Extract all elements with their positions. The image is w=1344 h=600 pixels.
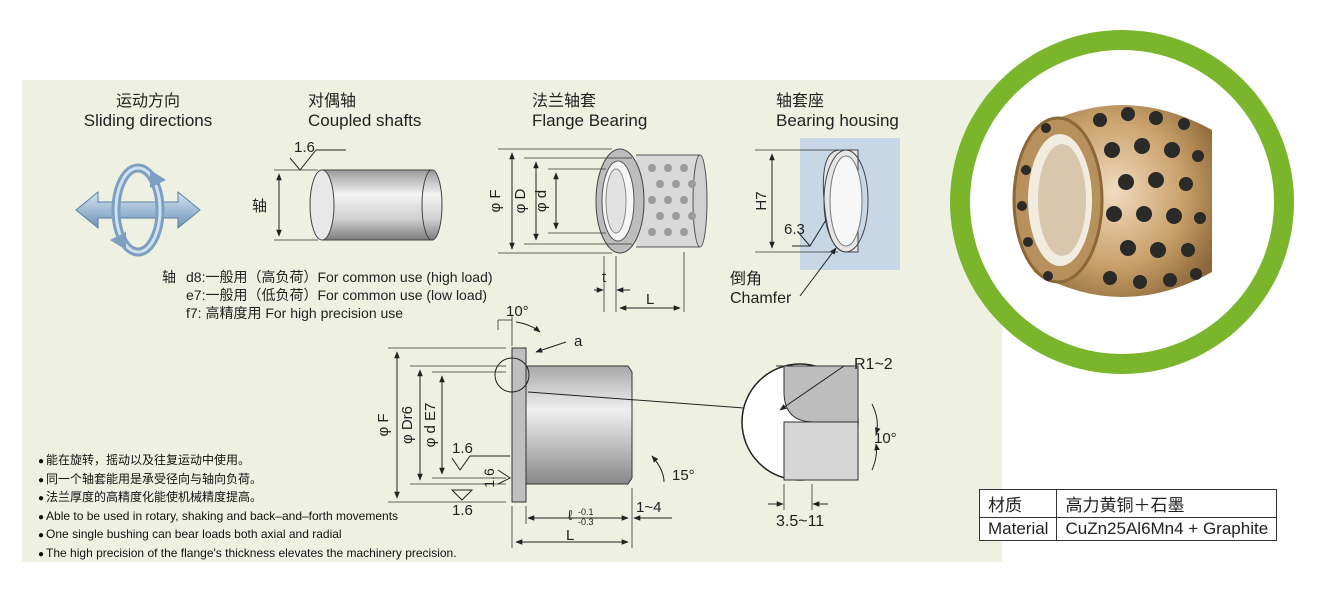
sliding-directions-icon	[75, 163, 201, 257]
shaft-spec-prefix: 轴	[162, 269, 176, 285]
bushing-photo	[950, 30, 1294, 374]
bushing-image	[1012, 105, 1212, 297]
material-table: 材质 高力黄铜＋石墨 Material CuZn25Al6Mn4 + Graph…	[978, 489, 1278, 541]
len-L: L	[566, 527, 574, 544]
detail-angle: 10°	[874, 430, 897, 447]
len-range: 1~4	[636, 499, 661, 516]
roughness-bottom: 1.6	[452, 502, 473, 519]
material-label-cn: 材质	[978, 489, 1058, 518]
note-item: 法兰厚度的高精度化能使机械精度提高。	[38, 489, 457, 508]
flange-dim-F: φ F	[487, 189, 504, 212]
flange-dim-D: φ D	[512, 188, 529, 213]
note-item: The high precision of the flange's thick…	[38, 545, 457, 564]
table-row: 材质 高力黄铜＋石墨	[978, 489, 1278, 518]
shaft-roughness: 1.6	[294, 139, 315, 156]
roughness-face: 1.6	[481, 468, 497, 488]
section-dim-F: φ F	[375, 413, 392, 436]
note-item: One single bushing can bear loads both a…	[38, 526, 457, 545]
chamfer-cn: 倒角	[730, 270, 762, 288]
flange-bearing-drawing	[498, 148, 708, 312]
shaft-spec-row: f7: 高精度用 For high precision use	[186, 305, 404, 321]
detail-width: 3.5~11	[776, 513, 824, 530]
angle-chamfer: 15°	[672, 467, 695, 484]
note-item: Able to be used in rotary, shaking and b…	[38, 508, 457, 527]
sliding-title-en: Sliding directions	[84, 111, 213, 130]
flange-title-cn: 法兰轴套	[532, 92, 596, 110]
tol-lower: -0.3	[578, 517, 594, 527]
material-label-en: Material	[978, 517, 1058, 541]
shaft-axis-label: 轴	[252, 198, 267, 215]
flange-title-en: Flange Bearing	[532, 111, 647, 130]
housing-title-cn: 轴套座	[776, 92, 824, 110]
coupled-shaft-drawing	[274, 149, 443, 241]
tol-upper: -0.1	[578, 507, 594, 517]
label-a: a	[574, 333, 583, 350]
shaft-spec-row: d8:一般用（高负荷）For common use (high load)	[186, 269, 493, 285]
sliding-title-cn: 运动方向	[116, 92, 180, 110]
material-value-cn: 高力黄铜＋石墨	[1056, 489, 1278, 518]
note-item: 同一个轴套能用是承受径向与轴向负荷。	[38, 471, 457, 490]
feature-notes: 能在旋转，摇动以及往复运动中使用。 同一个轴套能用是承受径向与轴向负荷。 法兰厚…	[38, 452, 457, 563]
table-row: Material CuZn25Al6Mn4 + Graphite	[978, 517, 1278, 541]
roughness-inner: 1.6	[452, 440, 473, 457]
detail-view	[741, 363, 881, 510]
housing-tolerance: H7	[753, 191, 770, 210]
flange-dim-d: φ d	[533, 190, 550, 212]
section-dim-Dr6: φ Dr6	[399, 406, 416, 444]
shaft-title-cn: 对偶轴	[308, 92, 356, 110]
chamfer-en: Chamfer	[730, 290, 792, 307]
len-l: ℓ	[568, 507, 573, 523]
housing-title-en: Bearing housing	[776, 111, 899, 130]
shaft-spec-row: e7:一般用（低负荷）For common use (low load)	[186, 287, 488, 303]
material-value-en: CuZn25Al6Mn4 + Graphite	[1056, 517, 1278, 541]
bearing-housing-drawing	[755, 138, 900, 297]
housing-roughness: 6.3	[784, 221, 805, 238]
note-item: 能在旋转，摇动以及往复运动中使用。	[38, 452, 457, 471]
detail-radius: R1~2	[854, 356, 893, 373]
shaft-title-en: Coupled shafts	[308, 111, 421, 130]
angle-top: 10°	[506, 303, 529, 320]
flange-dim-L: L	[646, 291, 654, 308]
section-dim-dE7: φ d E7	[422, 403, 439, 448]
flange-dim-t: t	[602, 269, 607, 286]
